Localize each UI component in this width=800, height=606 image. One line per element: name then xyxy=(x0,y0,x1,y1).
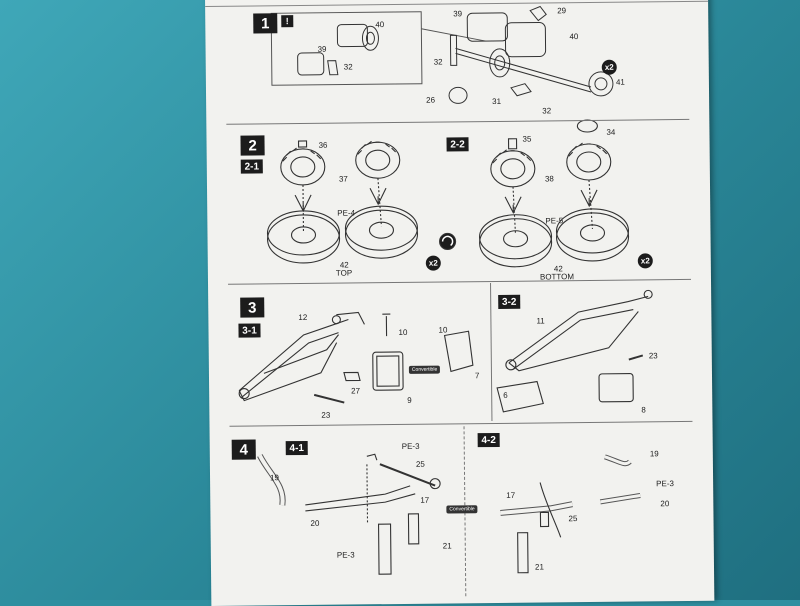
part-label: 39 xyxy=(318,45,327,54)
part-label: 39 xyxy=(453,9,462,18)
part-label: 37 xyxy=(339,175,348,184)
substep-number: 2-1 xyxy=(241,159,263,173)
part-label: TOP xyxy=(336,268,352,277)
part-label: 21 xyxy=(443,541,452,550)
part-label: PE-3 xyxy=(402,442,420,451)
part-label: 32 xyxy=(542,106,551,115)
part-label: 23 xyxy=(321,411,330,420)
part-label: 6 xyxy=(503,391,508,400)
part-label: 20 xyxy=(660,499,669,508)
part-label: 12 xyxy=(298,313,307,322)
part-label: PE-3 xyxy=(656,479,674,488)
part-label: PE-3 xyxy=(337,550,355,559)
part-label: 29 xyxy=(557,6,566,15)
part-label: 32 xyxy=(434,58,443,67)
part-label: 35 xyxy=(522,135,531,144)
part-label: 34 xyxy=(606,128,615,137)
part-label: 36 xyxy=(319,141,328,150)
part-label: 11 xyxy=(536,316,544,325)
part-label: 40 xyxy=(375,20,384,29)
part-label: PE-5 xyxy=(545,216,563,225)
part-label: 9 xyxy=(407,396,412,405)
part-label: 7 xyxy=(475,371,480,380)
quantity-badge: x2 xyxy=(602,60,617,75)
convertible-arrow: Convertible xyxy=(446,505,477,513)
quantity-badge: x2 xyxy=(426,256,441,271)
part-label: 10 xyxy=(398,328,407,337)
part-label: 23 xyxy=(649,351,658,360)
substep-number: 2-2 xyxy=(446,137,468,151)
part-label: 20 xyxy=(310,519,319,528)
step-number: 2 xyxy=(240,135,264,155)
step-number: 4 xyxy=(232,439,256,459)
part-label: 27 xyxy=(351,386,360,395)
instruction-sheet: 1 ! 2 2-1 2-2 3 3-1 3-2 4 4-1 4-2 x2 x2 … xyxy=(205,0,714,606)
part-label: 17 xyxy=(506,491,515,500)
substep-number: 4-1 xyxy=(286,441,308,455)
part-label: 31 xyxy=(492,97,501,106)
part-label: 38 xyxy=(545,174,554,183)
part-label: PE-4 xyxy=(337,208,355,217)
part-label: 21 xyxy=(535,562,544,571)
substep-number: 3-2 xyxy=(498,295,520,309)
part-label: 19 xyxy=(270,473,279,482)
step-number: 3 xyxy=(240,297,264,317)
warning-icon: ! xyxy=(281,15,293,27)
quantity-badge: x2 xyxy=(638,253,653,268)
part-label: 10 xyxy=(438,325,447,334)
convertible-arrow: Convertible xyxy=(409,366,440,374)
step-number: 1 xyxy=(253,13,277,33)
part-label: 32 xyxy=(344,62,353,71)
part-label: 40 xyxy=(569,32,578,41)
parts-line-art xyxy=(205,0,714,606)
substep-number: 4-2 xyxy=(478,433,500,447)
part-label: 17 xyxy=(420,496,429,505)
part-label: 8 xyxy=(641,405,646,414)
part-label: 41 xyxy=(616,78,625,87)
part-label: 26 xyxy=(426,96,435,105)
part-label: 25 xyxy=(568,514,577,523)
part-label: 19 xyxy=(650,449,659,458)
part-label: BOTTOM xyxy=(540,272,574,281)
part-label: 25 xyxy=(416,460,425,469)
substep-number: 3-1 xyxy=(238,323,260,337)
